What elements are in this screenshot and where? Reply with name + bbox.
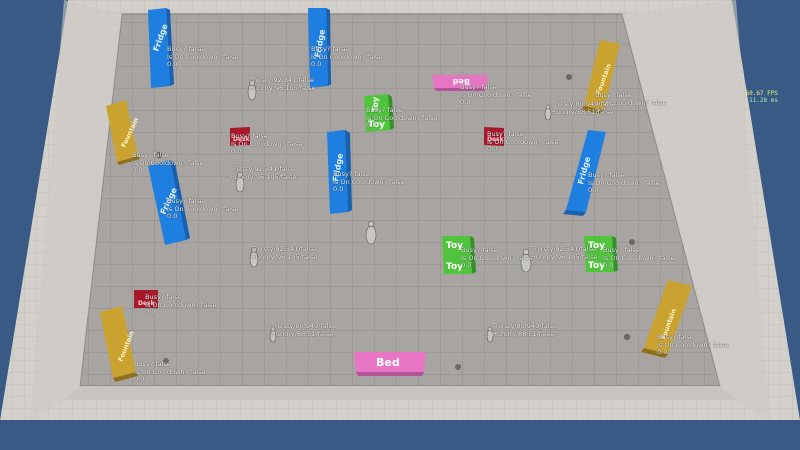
agent-2[interactable] bbox=[235, 172, 245, 193]
fridge-2[interactable]: Fridge bbox=[308, 8, 331, 88]
fridge-3[interactable]: Fridge bbox=[327, 130, 352, 214]
svg-text:Toy: Toy bbox=[588, 241, 605, 251]
agent-4[interactable] bbox=[249, 247, 259, 268]
agent-1[interactable] bbox=[247, 80, 257, 101]
fountain-2[interactable]: Fountain bbox=[581, 40, 620, 114]
toy-1[interactable]: Toy Toy bbox=[364, 94, 394, 132]
bed-1[interactable]: Bed bbox=[432, 75, 488, 91]
fridge-1[interactable]: Fridge bbox=[148, 8, 174, 88]
agent-7[interactable] bbox=[269, 326, 277, 343]
agent-5[interactable] bbox=[520, 248, 532, 273]
fridge-4[interactable]: Fridge bbox=[148, 160, 190, 245]
svg-text:Bed: Bed bbox=[376, 356, 400, 369]
floor-balls bbox=[155, 74, 635, 370]
svg-text:Bed: Bed bbox=[452, 77, 470, 86]
svg-text:Toy: Toy bbox=[446, 241, 463, 251]
fountain-3[interactable]: Fountain bbox=[100, 306, 138, 382]
svg-text:Desk: Desk bbox=[138, 300, 156, 307]
fountain-4[interactable]: Fountain bbox=[641, 280, 692, 358]
toy-3[interactable]: Toy Toy bbox=[584, 236, 618, 272]
fridge-5[interactable]: Fridge bbox=[563, 130, 606, 216]
agent-3[interactable] bbox=[365, 220, 377, 245]
arena-floor bbox=[80, 14, 720, 386]
svg-text:Toy: Toy bbox=[446, 262, 463, 272]
desk-1[interactable]: Desk bbox=[230, 127, 251, 146]
svg-text:Toy: Toy bbox=[371, 96, 380, 112]
svg-text:Toy: Toy bbox=[588, 261, 605, 271]
fps-readout: 60.67 FPS bbox=[745, 90, 778, 97]
desk-2[interactable]: Desk bbox=[484, 127, 505, 146]
bed-2[interactable]: Bed bbox=[354, 352, 426, 376]
agents[interactable] bbox=[235, 80, 552, 343]
agent-6[interactable] bbox=[544, 104, 552, 121]
svg-text:Desk: Desk bbox=[487, 136, 505, 143]
toy-2[interactable]: Toy Toy bbox=[442, 236, 476, 274]
frame-time-readout: 11.28 ms bbox=[749, 97, 778, 104]
desk-3[interactable]: Desk bbox=[134, 290, 158, 308]
performance-hud: 60.67 FPS 11.28 ms bbox=[745, 90, 778, 104]
south-wall-top bbox=[64, 386, 736, 400]
agent-8[interactable] bbox=[486, 326, 494, 343]
svg-text:Desk: Desk bbox=[233, 136, 251, 143]
svg-text:Toy: Toy bbox=[368, 120, 385, 130]
